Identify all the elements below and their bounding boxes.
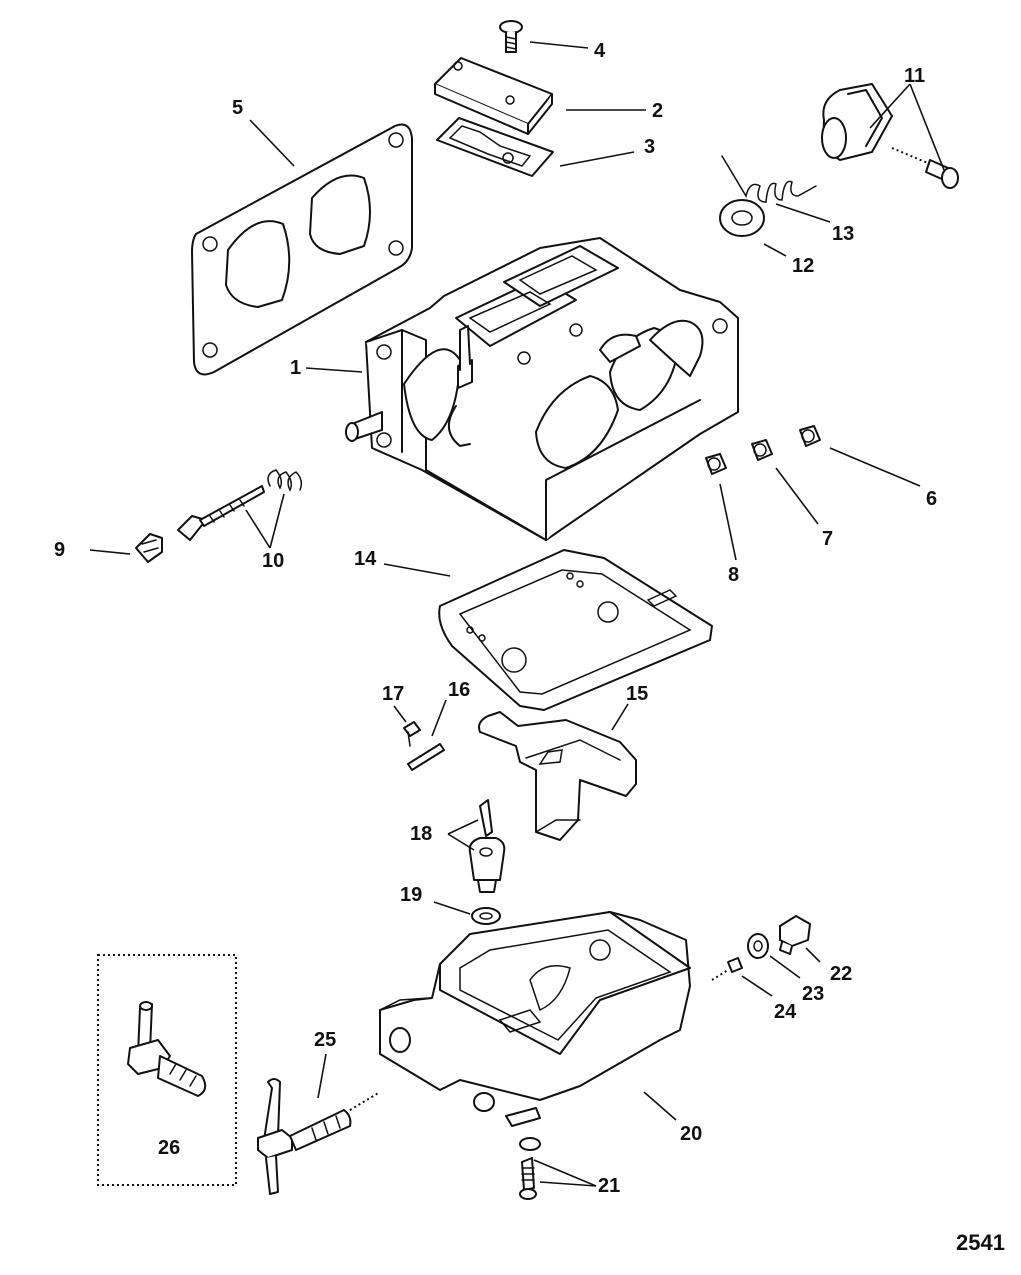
leader-18a [447, 819, 479, 835]
callout-24: 24 [774, 1001, 797, 1023]
callout-17: 17 [382, 683, 404, 705]
leader-23 [769, 955, 801, 979]
callout-16: 16 [448, 679, 470, 701]
part-26-fitting [127, 1001, 207, 1097]
part-5-gasket [191, 123, 413, 376]
part-7-jet [751, 439, 773, 461]
leader-lines [89, 41, 945, 1187]
leader-10b [269, 493, 285, 549]
callout-22: 22 [830, 963, 852, 985]
part-21-washer [519, 1137, 541, 1151]
part-1-throttle-body [345, 237, 739, 541]
part-2-cover-plate [434, 57, 553, 135]
callout-2: 2 [652, 100, 663, 122]
callout-26: 26 [158, 1137, 180, 1159]
callout-7: 7 [822, 528, 833, 550]
leader-3 [559, 151, 635, 167]
callout-19: 19 [400, 884, 422, 906]
leader-17 [393, 705, 407, 723]
leader-19 [433, 901, 471, 915]
leader-7 [775, 467, 819, 525]
leader-25 [317, 1053, 327, 1099]
part-18-needle [479, 799, 493, 837]
part-24-jet [711, 957, 743, 981]
callout-1: 1 [290, 357, 301, 379]
callout-8: 8 [728, 564, 739, 586]
callout-3: 3 [644, 136, 655, 158]
callout-15: 15 [626, 683, 648, 705]
part-22-plug [779, 915, 811, 955]
callout-25: 25 [314, 1029, 336, 1051]
leader-10a [245, 509, 271, 549]
part-18-seat [468, 837, 506, 893]
part-14-gasket [438, 549, 713, 711]
part-19-washer [471, 907, 501, 925]
callout-12: 12 [792, 255, 814, 277]
leader-12 [763, 243, 787, 257]
callout-9: 9 [54, 539, 65, 561]
part-21-screw [519, 1157, 537, 1200]
part-17-clip [403, 721, 421, 747]
leader-15 [611, 703, 629, 731]
part-23-washer [747, 933, 769, 959]
part-10-idle-screw [177, 485, 265, 541]
part-10-spring [267, 469, 303, 492]
part-16-pin [407, 743, 445, 771]
leader-24 [741, 975, 773, 997]
part-26-inset-frame [97, 954, 237, 1186]
leader-11a [869, 83, 911, 129]
part-13-spring [721, 155, 817, 203]
leader-11b [909, 83, 945, 171]
leader-4 [529, 41, 589, 49]
leader-5 [249, 119, 295, 167]
part-3-cover-gasket [436, 117, 554, 177]
leader-8 [719, 483, 737, 561]
callout-5: 5 [232, 97, 243, 119]
leader-18b [447, 833, 475, 851]
part-12-washer [719, 199, 765, 237]
part-9-limiter-cap [135, 533, 163, 563]
callout-20: 20 [680, 1123, 702, 1145]
figure-number: 2541 [956, 1230, 1005, 1255]
part-20-float-bowl [379, 911, 691, 1127]
leader-9 [89, 549, 131, 555]
part-15-float [478, 711, 637, 841]
leader-21b [539, 1181, 597, 1187]
callout-14: 14 [354, 548, 377, 570]
callout-10: 10 [262, 550, 284, 572]
leader-13 [775, 203, 831, 223]
callout-23: 23 [802, 983, 824, 1005]
part-25-fitting [257, 1078, 381, 1195]
part-8-jet [705, 453, 727, 475]
callout-18: 18 [410, 823, 432, 845]
leader-22 [805, 947, 821, 963]
leader-6 [829, 447, 921, 487]
part-6-jet [799, 425, 821, 447]
callout-21: 21 [598, 1175, 620, 1197]
leader-21a [533, 1159, 597, 1187]
callout-13: 13 [832, 223, 854, 245]
leader-20 [643, 1091, 677, 1121]
leader-14 [383, 563, 451, 577]
leader-16 [431, 699, 447, 737]
callout-6: 6 [926, 488, 937, 510]
callout-4: 4 [594, 40, 606, 62]
part-11-choke-assembly [821, 83, 959, 189]
leader-1 [305, 367, 363, 373]
callout-11: 11 [904, 65, 925, 87]
callout-labels: 1 2 3 4 5 6 7 8 9 10 11 12 13 14 15 16 1… [54, 40, 1005, 1255]
part-4-screw [499, 20, 523, 53]
